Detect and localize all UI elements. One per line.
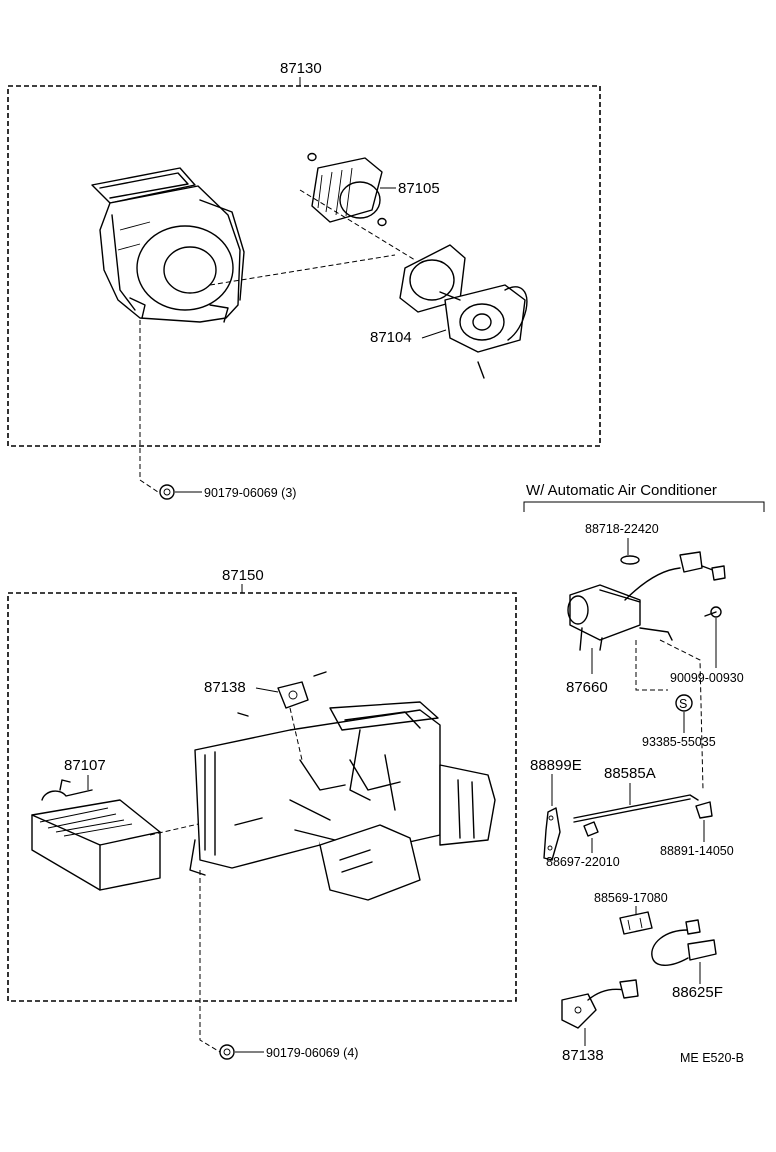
label-87104: 87104 (370, 329, 412, 346)
group-frame-87150 (7, 592, 517, 1002)
heater-unit-group: 87150 87107 (7, 567, 517, 1053)
label-87660: 87660 (566, 679, 608, 696)
clamp-88718-drawing (620, 555, 640, 565)
actuator-87138-drawing (237, 671, 327, 717)
bolt-90179-3 (159, 484, 175, 500)
harness-88625f-drawing (651, 919, 717, 966)
relay-88569-drawing (619, 911, 653, 935)
sensor-87138-drawing (561, 979, 639, 1029)
label-90099-00930: 90099-00930 (670, 671, 744, 685)
label-90179-06069-4: 90179-06069 (4) (266, 1046, 358, 1060)
s-mark-letter: S (679, 697, 687, 711)
label-88569-17080: 88569-17080 (594, 891, 668, 905)
diagram-code: ME E520-B (680, 1051, 744, 1065)
heater-box-drawing (189, 701, 496, 901)
clamp-88891-drawing (695, 801, 713, 819)
s-mark-circle (675, 694, 693, 712)
heater-core-87107-drawing (31, 779, 161, 891)
fan-87105-drawing (307, 152, 387, 227)
label-88625f: 88625F (672, 984, 723, 1001)
label-87105: 87105 (398, 180, 440, 197)
clip-88697-drawing (583, 821, 599, 837)
label-90179-06069-3: 90179-06069 (3) (204, 486, 296, 500)
label-87138-bottom: 87138 (562, 1047, 604, 1064)
bracket-88899e-drawing (543, 807, 561, 861)
auto-ac-group: W/ Automatic Air Conditioner 88718-22420… (523, 482, 765, 1064)
label-88697-22010: 88697-22010 (546, 855, 620, 869)
label-88899e: 88899E (530, 757, 582, 774)
label-87107: 87107 (64, 757, 106, 774)
label-87138-top: 87138 (204, 679, 246, 696)
blower-group: 87130 87105 (7, 60, 601, 493)
group-label-87150: 87150 (222, 567, 264, 584)
bolt-90179-4 (219, 1044, 235, 1060)
group-frame-87130 (7, 85, 601, 447)
group-label-auto-ac: W/ Automatic Air Conditioner (526, 482, 717, 499)
label-88585a: 88585A (604, 765, 656, 782)
servo-87660-drawing (567, 551, 726, 651)
label-88718-22420: 88718-22420 (585, 522, 659, 536)
blower-case-drawing (91, 167, 245, 323)
group-label-87130: 87130 (280, 60, 322, 77)
label-93385-55035: 93385-55035 (642, 735, 716, 749)
label-88891-14050: 88891-14050 (660, 844, 734, 858)
rod-88585a-drawing (573, 794, 699, 819)
motor-87104-drawing (399, 244, 528, 379)
